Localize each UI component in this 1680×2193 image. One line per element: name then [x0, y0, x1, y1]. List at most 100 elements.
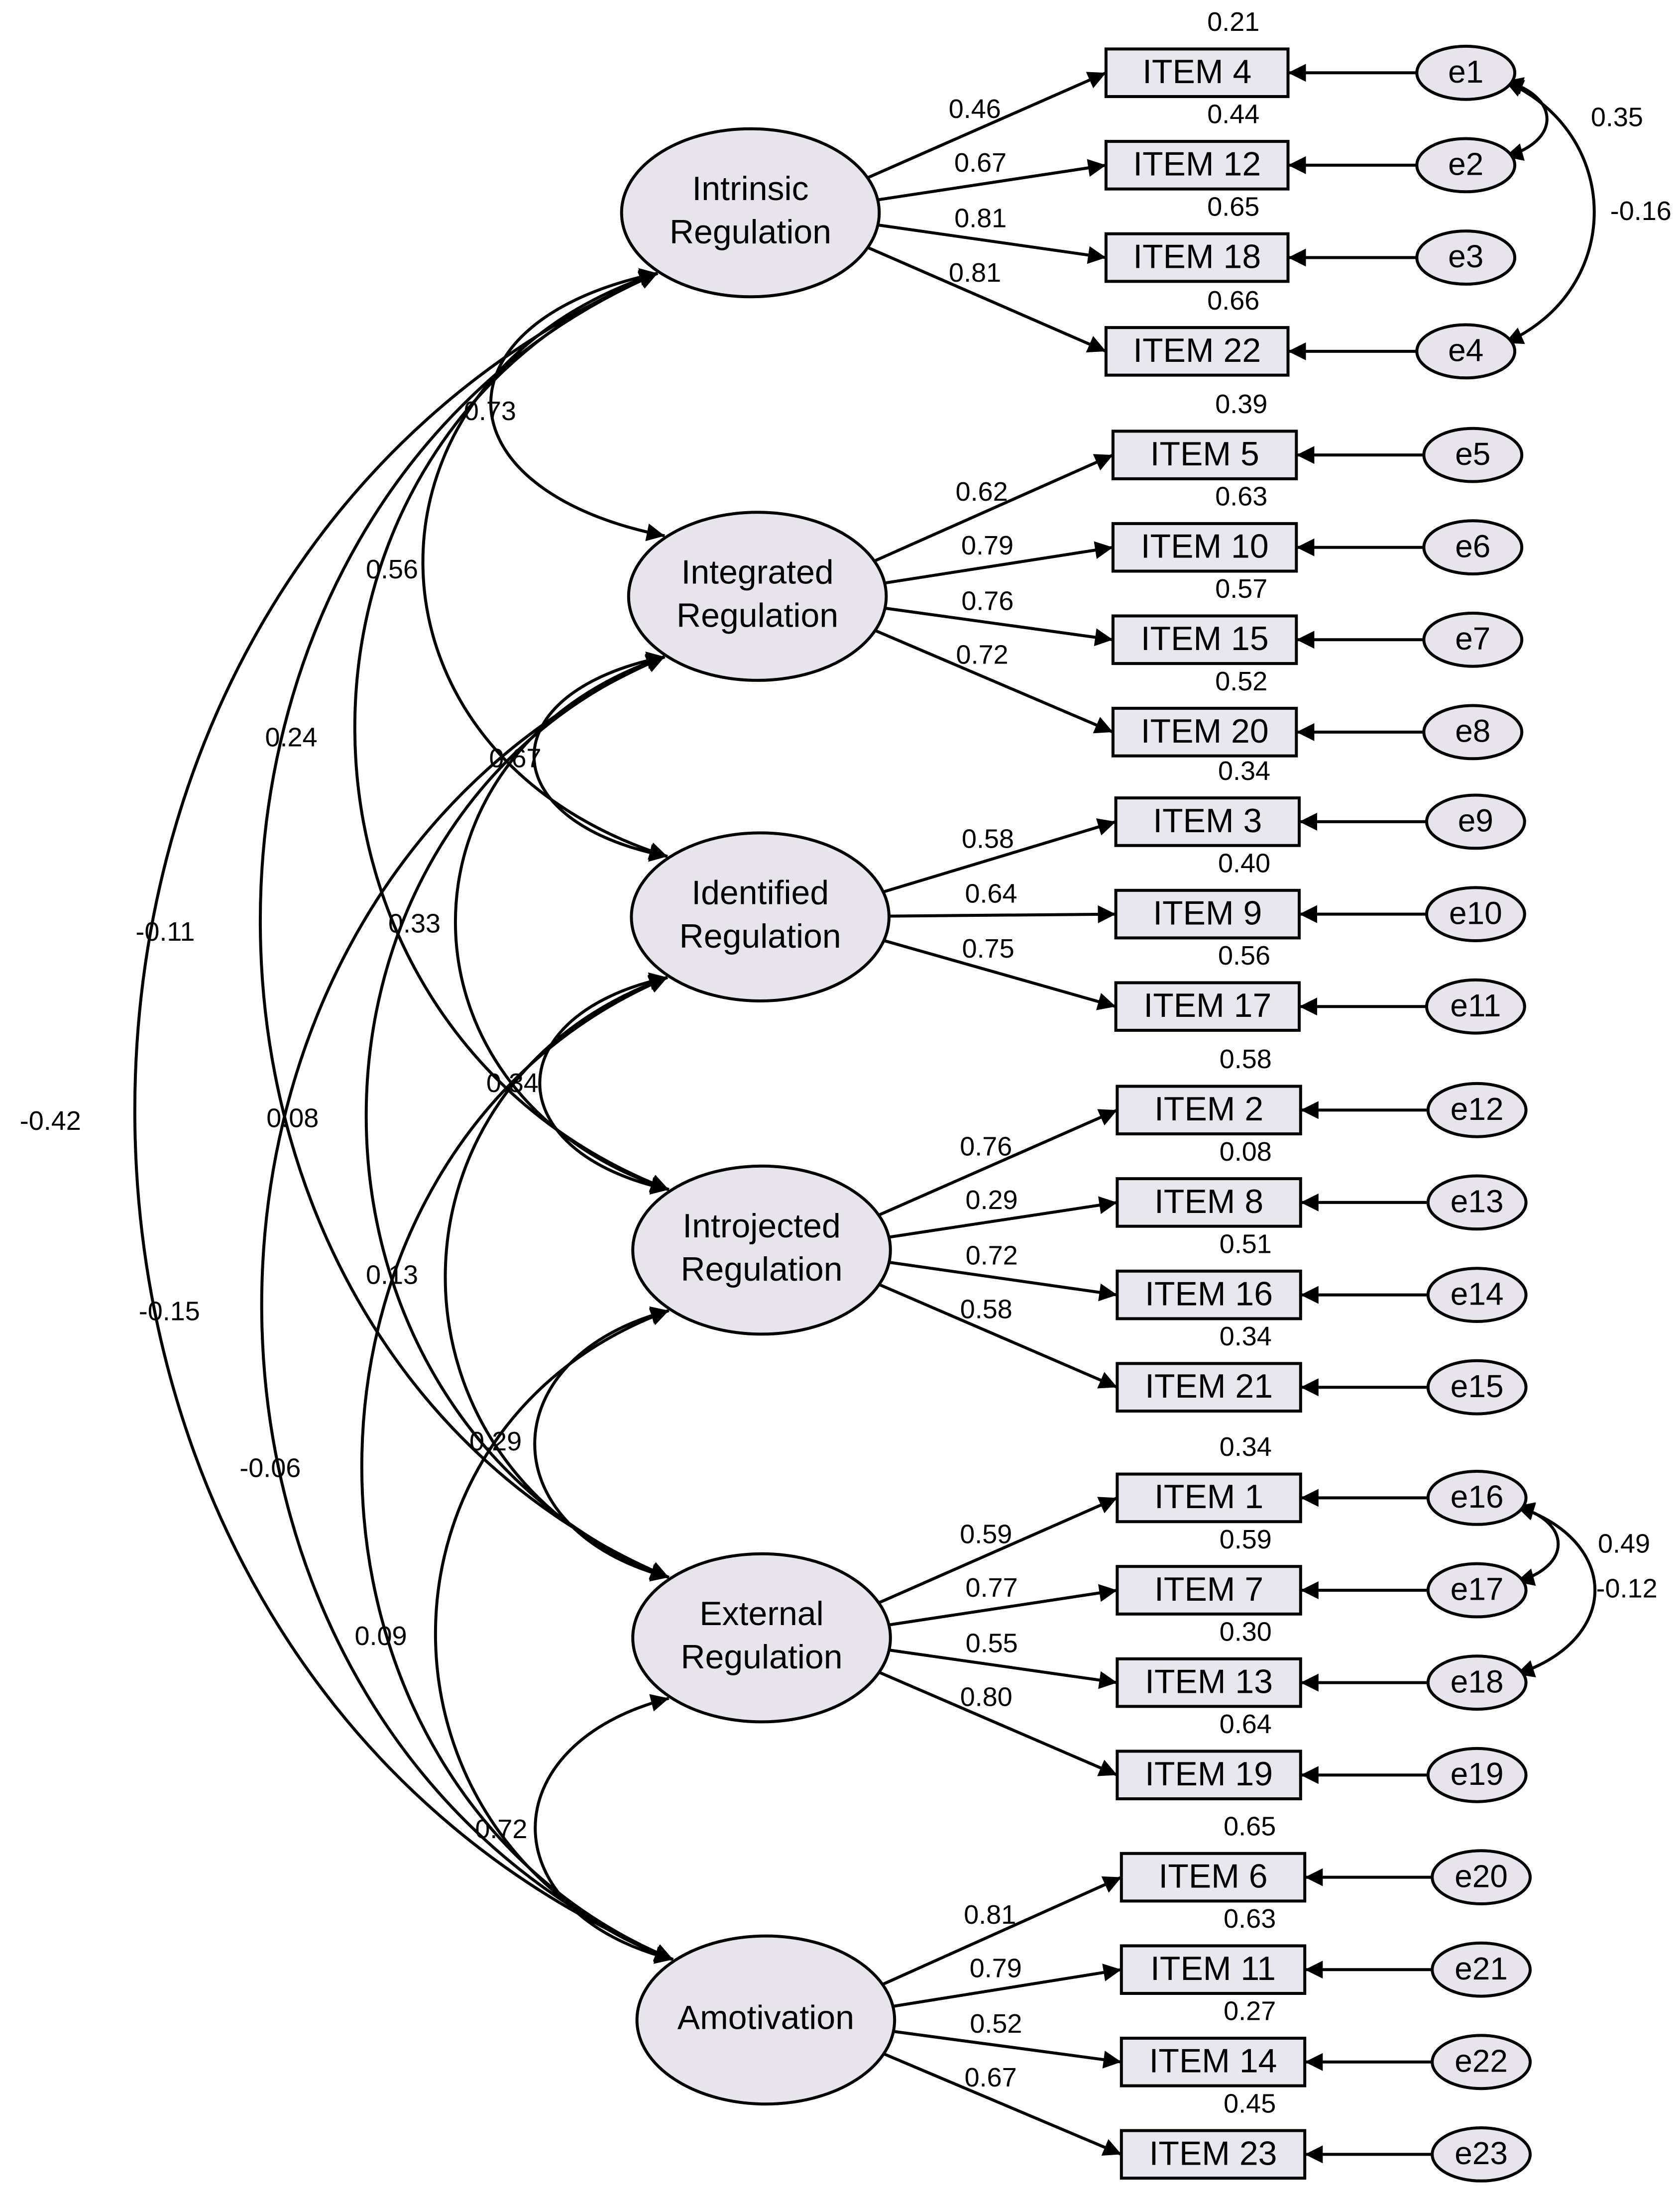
loading-label: 0.67: [965, 2063, 1017, 2092]
indicator-box: [1116, 1472, 1302, 1524]
loading-label: 0.77: [966, 1573, 1018, 1603]
covariance-curve: [532, 652, 668, 862]
latent-label: Amotivation: [677, 1998, 854, 2036]
loading-path: [889, 905, 1116, 923]
covariance-label: 0.24: [265, 722, 317, 752]
loading-path: [883, 939, 1117, 1010]
covariance-label: -0.42: [20, 1106, 81, 1136]
error-label: e17: [1451, 1571, 1504, 1607]
error-e4: [1415, 323, 1517, 380]
indicator-label: ITEM 9: [1153, 894, 1262, 932]
indicator-label: ITEM 1: [1154, 1478, 1263, 1516]
error-e7: [1422, 611, 1524, 668]
latent-label: Regulation: [679, 917, 841, 955]
covariance-label: 0.29: [469, 1426, 522, 1456]
indicator-box: [1104, 140, 1290, 191]
latent-label: Regulation: [680, 1638, 842, 1676]
indicator-box: [1120, 2129, 1307, 2180]
r-squared-label: 0.51: [1220, 1229, 1272, 1259]
r-squared-label: 0.27: [1224, 1996, 1276, 2026]
indicator-label: ITEM 5: [1150, 435, 1259, 473]
indicator-box: [1116, 1085, 1302, 1136]
indicator-label: ITEM 7: [1154, 1570, 1263, 1608]
latent-intrinsic: [620, 127, 881, 299]
indicator-label: ITEM 12: [1133, 145, 1261, 183]
covariance-label: 0.33: [388, 908, 441, 938]
error-label: e16: [1451, 1479, 1504, 1515]
loading-path: [878, 223, 1107, 264]
error-covariance-label: 0.35: [1591, 102, 1643, 132]
indicator-box: [1116, 1750, 1302, 1800]
indicator-box: [1116, 1177, 1302, 1228]
loading-path: [889, 1584, 1118, 1627]
error-e21: [1431, 1941, 1532, 1998]
indicator-label: ITEM 19: [1145, 1755, 1273, 1793]
r-squared-label: 0.08: [1220, 1137, 1272, 1167]
indicator-label: ITEM 13: [1145, 1662, 1273, 1700]
error-e16: [1426, 1470, 1528, 1526]
error-label: e22: [1455, 2043, 1508, 2079]
indicator-label: ITEM 3: [1153, 802, 1262, 840]
covariance-layer: [133, 77, 1597, 1964]
indicator-box: [1116, 1362, 1302, 1413]
indicator-label: ITEM 4: [1142, 53, 1251, 91]
loading-label: 0.81: [964, 1900, 1016, 1930]
loading-label: 0.58: [962, 824, 1014, 854]
error-label: e1: [1448, 54, 1483, 90]
error-e19: [1426, 1747, 1528, 1803]
loading-path: [867, 71, 1107, 179]
latent-label: Regulation: [680, 1250, 842, 1288]
covariance-label: 0.08: [266, 1103, 319, 1133]
error-e5: [1422, 427, 1524, 483]
r-squared-label: 0.66: [1207, 286, 1259, 316]
indicator-box: [1116, 1565, 1302, 1616]
covariance-curve: [489, 268, 665, 542]
indicator-box: [1111, 522, 1298, 573]
error-e23: [1431, 2126, 1532, 2183]
covariance-curve: [421, 270, 668, 860]
latent-identified: [630, 831, 891, 1002]
covariance-label: 0.13: [366, 1260, 418, 1290]
loading-path: [893, 1964, 1122, 2008]
indicator-label: ITEM 10: [1141, 527, 1269, 565]
r-squared-label: 0.34: [1220, 1432, 1272, 1462]
labels-layer: 0.730.560.24-0.11-0.420.670.330.08-0.150…: [20, 7, 1672, 2172]
error-e10: [1425, 886, 1526, 942]
error-label: e23: [1455, 2135, 1508, 2171]
indicator-label: ITEM 14: [1149, 2042, 1277, 2080]
error-e14: [1426, 1267, 1528, 1323]
error-e18: [1426, 1654, 1528, 1711]
error-e3: [1415, 229, 1517, 286]
loading-path: [874, 629, 1114, 734]
latent-label: Regulation: [670, 213, 831, 251]
indicator-label: ITEM 21: [1145, 1367, 1273, 1405]
indicator-box: [1116, 1657, 1302, 1708]
error-label: e21: [1455, 1951, 1508, 1986]
indicator-label: ITEM 11: [1150, 1950, 1276, 1987]
indicator-label: ITEM 2: [1154, 1090, 1263, 1128]
r-squared-label: 0.39: [1215, 389, 1267, 419]
loading-label: 0.46: [949, 94, 1001, 124]
error-e22: [1431, 2034, 1532, 2090]
loading-path: [867, 246, 1107, 353]
loading-label: 0.79: [970, 1954, 1022, 1983]
latent-integrated: [627, 511, 888, 682]
loading-label: 0.76: [960, 1131, 1012, 1161]
indicator-label: ITEM 6: [1158, 1857, 1267, 1895]
indicator-label: ITEM 18: [1133, 237, 1261, 275]
covariance-curve: [364, 655, 670, 1579]
r-squared-label: 0.57: [1215, 574, 1267, 604]
loading-label: 0.81: [954, 203, 1007, 233]
latent-label: Identified: [691, 874, 829, 912]
loading-label: 0.81: [949, 258, 1001, 288]
loading-label: 0.64: [965, 879, 1017, 909]
loading-path: [877, 159, 1107, 202]
latent-label: Introjected: [682, 1207, 841, 1245]
loading-path: [878, 1671, 1118, 1777]
r-squared-label: 0.30: [1220, 1617, 1272, 1646]
latent-external: [631, 1552, 892, 1724]
r-squared-label: 0.63: [1224, 1904, 1276, 1934]
covariance-label: 0.73: [464, 396, 516, 426]
covariance-curve: [533, 1306, 670, 1582]
latent-label: Integrated: [681, 553, 833, 591]
